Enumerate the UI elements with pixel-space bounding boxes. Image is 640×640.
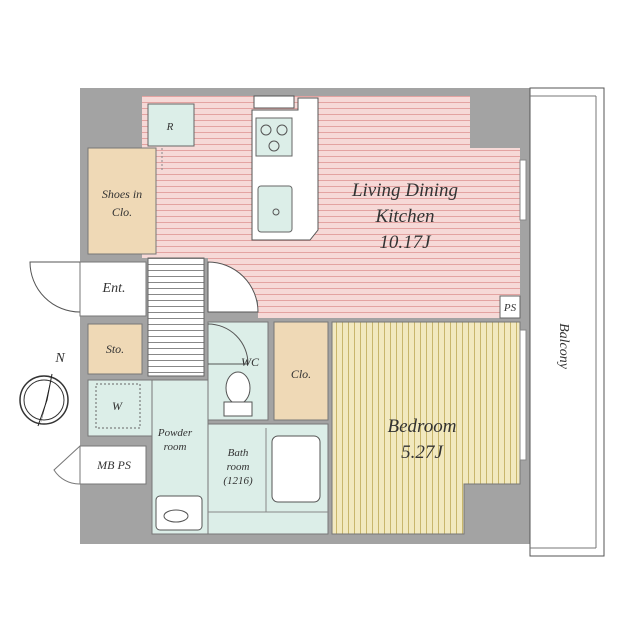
storage-label: Sto. bbox=[106, 342, 124, 356]
bath-room-line3: (1216) bbox=[223, 475, 253, 487]
bedroom-name: Bedroom bbox=[388, 416, 457, 437]
bedroom-size: 5.27J bbox=[401, 442, 444, 463]
ldk-name-line1: Living Dining bbox=[351, 180, 458, 201]
living-dining-kitchen-room bbox=[142, 96, 520, 318]
meter-box bbox=[79, 445, 147, 485]
pipe-space-label: PS bbox=[503, 302, 517, 314]
toilet bbox=[225, 371, 251, 405]
wash-basin bbox=[155, 495, 203, 531]
shoes-closet bbox=[87, 147, 157, 255]
closet-room bbox=[273, 321, 329, 421]
refrigerator-label: R bbox=[166, 121, 174, 133]
compass bbox=[19, 373, 69, 427]
hallway bbox=[147, 257, 205, 377]
shoes-closet-line1: Shoes in bbox=[102, 187, 142, 201]
shoes-closet-line2: Clo. bbox=[112, 205, 132, 219]
hall-door bbox=[207, 261, 259, 313]
entrance-door bbox=[29, 261, 81, 313]
pipe-space bbox=[499, 295, 521, 319]
bath-room-line1: Bath bbox=[228, 447, 249, 459]
stove bbox=[255, 117, 293, 157]
balcony-label: Balcony bbox=[556, 323, 571, 370]
wc-label: WC bbox=[241, 355, 260, 369]
refrigerator-space bbox=[147, 103, 195, 147]
compass-north-label: N bbox=[54, 351, 65, 366]
washer-label: W bbox=[112, 399, 123, 413]
closet-label: Clo. bbox=[291, 367, 311, 381]
bath-room-line2: room bbox=[227, 461, 250, 473]
meter-box-label: MB PS bbox=[96, 458, 131, 472]
powder-room-line1: Powder bbox=[157, 427, 193, 439]
powder-room-line2: room bbox=[164, 441, 187, 453]
bathtub bbox=[271, 435, 321, 503]
ldk-name-line2: Kitchen bbox=[374, 206, 434, 227]
entrance-label: Ent. bbox=[102, 281, 126, 296]
ldk-size: 10.17J bbox=[379, 232, 432, 253]
balcony-area bbox=[529, 87, 605, 557]
entrance bbox=[79, 261, 147, 317]
storage-room bbox=[87, 323, 143, 375]
washer-space bbox=[95, 383, 141, 429]
bedroom bbox=[331, 321, 521, 535]
